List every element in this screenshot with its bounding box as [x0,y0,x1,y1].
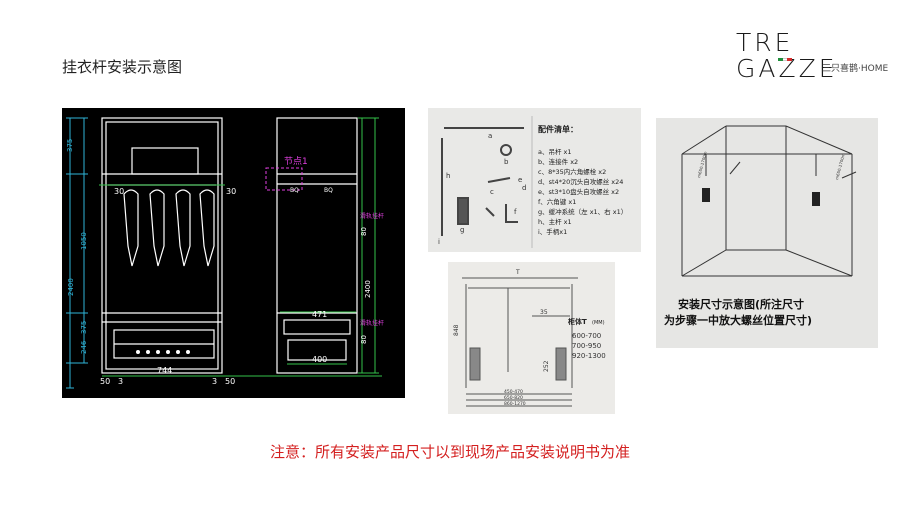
install-caption-2: 为步骤一中放大螺丝位置尺寸) [664,313,812,327]
parts-letter-g: g [460,226,464,234]
parts-item-6: f、六角键 x1 [538,197,576,206]
dims-offset: 35 [540,309,548,316]
cad-dim-left-1: 375 [66,139,74,152]
cad-dim-left-5: 246 [80,340,88,354]
parts-svg: a b c d e f g h i 配件清单： a、吊杆 x1 b、连接件 x2… [428,108,641,252]
dims-range-1: 600-700 [572,332,601,340]
parts-heading: 配件清单： [538,124,578,134]
cad-dim-bottom-side-2: 3 [118,377,123,386]
dims-range-2: 700-950 [572,342,601,350]
cad-dim-left-2: 1050 [80,232,88,250]
cad-side-label-2: BQ [324,187,333,194]
dims-bottom-2: 650-820 [504,395,523,401]
cad-side-top-dim: 471 [312,310,327,319]
cad-dim-bottom-side-4: 50 [225,377,235,386]
parts-letter-i: i [438,238,440,246]
parts-item-9: i、手柄x1 [538,227,567,236]
parts-item-5: e、st3*10盘头自攻螺丝 x2 [538,187,619,196]
flag-white [782,58,788,61]
cad-tag-2: 滑轨挂杆 [360,319,384,327]
cad-dim-bottom-side-3: 3 [212,377,217,386]
cad-svg: 375 1050 2400 375 246 30 30 744 50 3 3 5… [66,117,384,389]
install-photo: m650-1700m m650-1700m 安装尺寸示意图(所注尺寸 为步骤一中… [656,118,878,348]
flag-green [778,58,783,61]
cad-tag-1: 滑轨挂杆 [360,212,384,220]
dimensions-svg: T 35 848 252 450-470 650-820 860-1270 柜体… [448,262,615,414]
cad-dim-top-right: 30 [226,187,236,196]
cad-drawing: 375 1050 2400 375 246 30 30 744 50 3 3 5… [62,108,405,398]
logo-flag [778,58,793,61]
parts-item-7: g、缓冲系统（左 x1、右 x1） [538,207,627,216]
cad-side-dim-1: 2400 [364,280,372,298]
install-svg: m650-1700m m650-1700m 安装尺寸示意图(所注尺寸 为步骤一中… [656,118,878,348]
page-title: 挂衣杆安装示意图 [62,58,183,76]
parts-letter-e: e [518,176,522,184]
install-dim-label-1: m650-1700m [696,151,708,179]
dims-unit: (MM) [592,320,605,326]
parts-letter-h: h [446,172,450,180]
parts-letter-c: c [490,188,494,196]
install-dim-label-2: m650-1700m [834,153,846,181]
cad-side-dim-3: 80 [360,335,368,344]
brand-logo: TRE GAZZE 三只喜鹊·HOME [736,28,889,83]
cad-side-label-1: BQ [290,187,299,194]
parts-item-8: h、主杆 x1 [538,217,572,226]
dims-bottom-3: 860-1270 [504,401,526,407]
parts-letter-f: f [514,208,517,216]
parts-item-1: a、吊杆 x1 [538,147,572,156]
dims-height: 848 [453,324,460,336]
dims-range-3: 920-1300 [572,352,606,360]
dims-small: 252 [543,360,550,372]
parts-letter-b: b [504,158,509,166]
parts-photo: a b c d e f g h i 配件清单： a、吊杆 x1 b、连接件 x2… [428,108,641,252]
cad-dim-bottom: 744 [157,366,172,375]
cad-dim-bottom-side-1: 50 [100,377,110,386]
cad-dim-top-left: 30 [114,187,124,196]
parts-item-2: b、连接件 x2 [538,157,578,166]
dimensions-photo: T 35 848 252 450-470 650-820 860-1270 柜体… [448,262,615,414]
dims-bottom-1: 450-470 [504,389,523,395]
dims-top-label: T [515,269,520,276]
cad-dim-left-3: 2400 [67,278,75,296]
cad-side-dim-2: 80 [360,227,368,236]
logo-subtitle: 三只喜鹊·HOME [822,64,889,74]
cad-dim-left-4: 375 [80,321,88,334]
cad-node-label: 节点1 [284,156,308,167]
flag-red [787,58,793,61]
parts-item-4: d、st4*20沉头自攻螺丝 x24 [538,177,623,186]
parts-letter-d: d [522,184,526,192]
dims-body-label: 柜体T [567,317,587,326]
cad-side-bottom-dim: 400 [312,355,327,364]
parts-item-3: c、8*35内六角螺栓 x2 [538,167,606,176]
install-note: 注意：所有安装产品尺寸以到现场产品安装说明书为准 [269,443,630,461]
install-caption-1: 安装尺寸示意图(所注尺寸 [678,297,804,311]
logo-wordmark: TRE GAZZE [736,28,838,83]
parts-letter-a: a [488,132,492,140]
